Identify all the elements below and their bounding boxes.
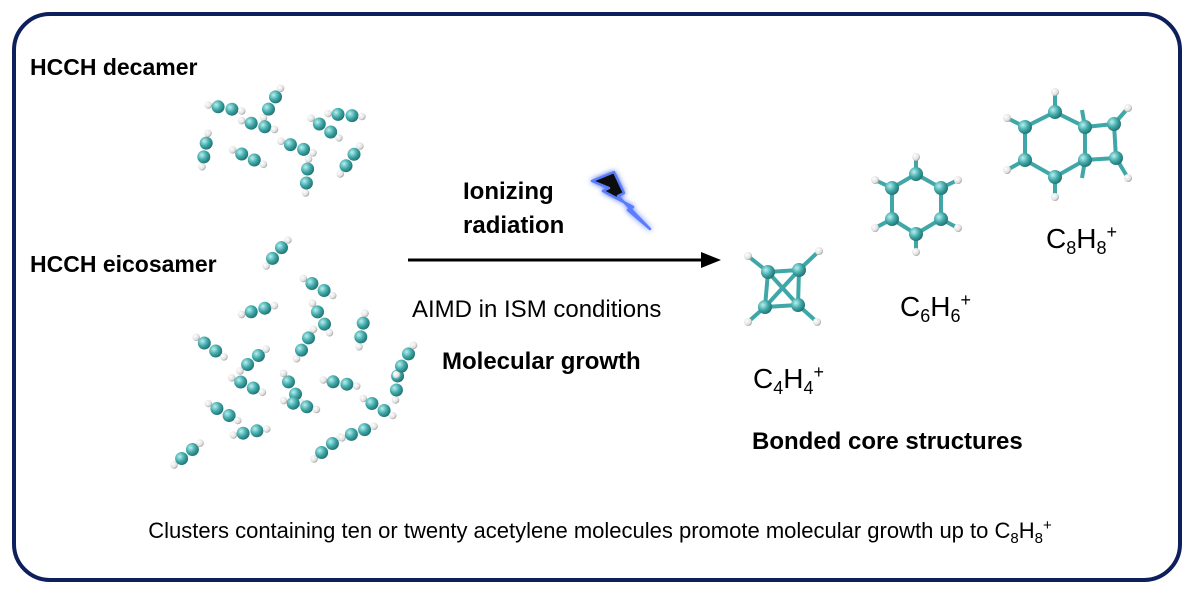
acetylene-molecule: [228, 146, 268, 168]
c8h8-formula: C8H8+: [1046, 222, 1118, 258]
acetylene-molecule: [336, 142, 364, 178]
eicosamer-cluster: [170, 236, 418, 469]
acetylene-molecule: [319, 375, 361, 391]
c4h4-formula: C4H4+: [753, 362, 825, 398]
eicosamer-label: HCCH eicosamer: [30, 251, 217, 277]
c6h6-formula: C6H6+: [900, 290, 972, 326]
c4h4-molecule: [744, 247, 823, 326]
figure-caption: Clusters containing ten or twenty acetyl…: [148, 517, 1052, 547]
core-structures-label: Bonded core structures: [752, 428, 1023, 455]
acetylene-molecule: [197, 129, 213, 171]
acetylene-molecule: [259, 84, 285, 122]
acetylene-molecule: [308, 299, 334, 337]
acetylene-molecule: [227, 374, 267, 397]
method-label: AIMD in ISM conditions: [412, 296, 662, 323]
acetylene-molecule: [292, 325, 318, 363]
acetylene-molecule: [324, 107, 366, 123]
decamer-label: HCCH decamer: [30, 54, 198, 80]
radiation-label-line1: Ionizing: [463, 178, 554, 205]
c8h8-molecule: [1003, 88, 1132, 201]
acetylene-molecule: [338, 422, 378, 442]
acetylene-molecule: [229, 424, 271, 440]
radiation-label-line2: radiation: [463, 212, 565, 239]
acetylene-molecule: [354, 309, 370, 351]
acetylene-molecule: [170, 439, 204, 469]
acetylene-molecule: [392, 341, 418, 379]
acetylene-molecule: [262, 236, 292, 270]
acetylene-molecule: [204, 100, 246, 116]
result-label: Molecular growth: [442, 348, 641, 375]
acetylene-molecule: [192, 333, 228, 361]
acetylene-molecule: [204, 399, 242, 425]
acetylene-molecule: [237, 116, 279, 134]
acetylene-molecule: [236, 345, 270, 375]
reaction-arrow: [408, 252, 721, 268]
acetylene-molecule: [307, 114, 343, 142]
acetylene-molecule: [237, 301, 279, 319]
lightning-bolt-icon: [590, 170, 652, 231]
acetylene-molecule: [299, 274, 337, 300]
acetylene-molecule: [299, 155, 315, 197]
acetylene-molecule: [277, 137, 317, 157]
acetylene-molecule: [279, 396, 321, 414]
c6h6-molecule: [871, 153, 962, 256]
decamer-cluster: [197, 84, 366, 197]
acetylene-molecule: [359, 394, 397, 420]
